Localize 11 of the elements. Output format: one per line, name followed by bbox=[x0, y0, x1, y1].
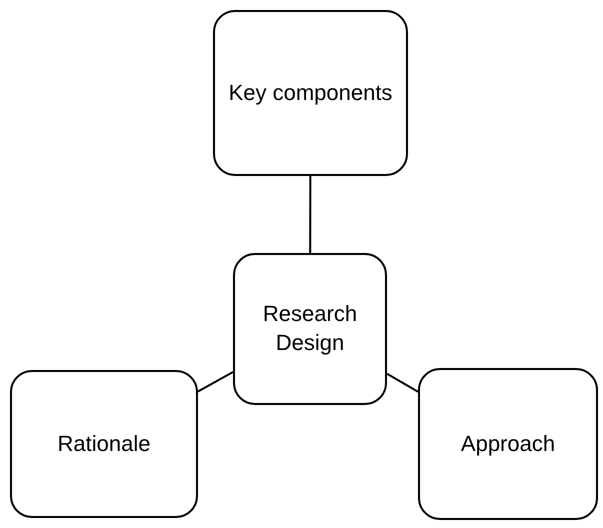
rounded-box bbox=[213, 10, 408, 176]
connector-line bbox=[198, 371, 234, 392]
node-label: Rationale bbox=[58, 430, 150, 458]
connector-line bbox=[386, 372, 418, 393]
rounded-box bbox=[233, 253, 387, 405]
rounded-box bbox=[10, 370, 198, 518]
connector-line bbox=[309, 176, 312, 253]
node-label: Key components bbox=[228, 78, 392, 107]
node-label: Research Design bbox=[262, 300, 358, 357]
rounded-box bbox=[418, 368, 598, 520]
node-label: Approach bbox=[460, 430, 556, 458]
